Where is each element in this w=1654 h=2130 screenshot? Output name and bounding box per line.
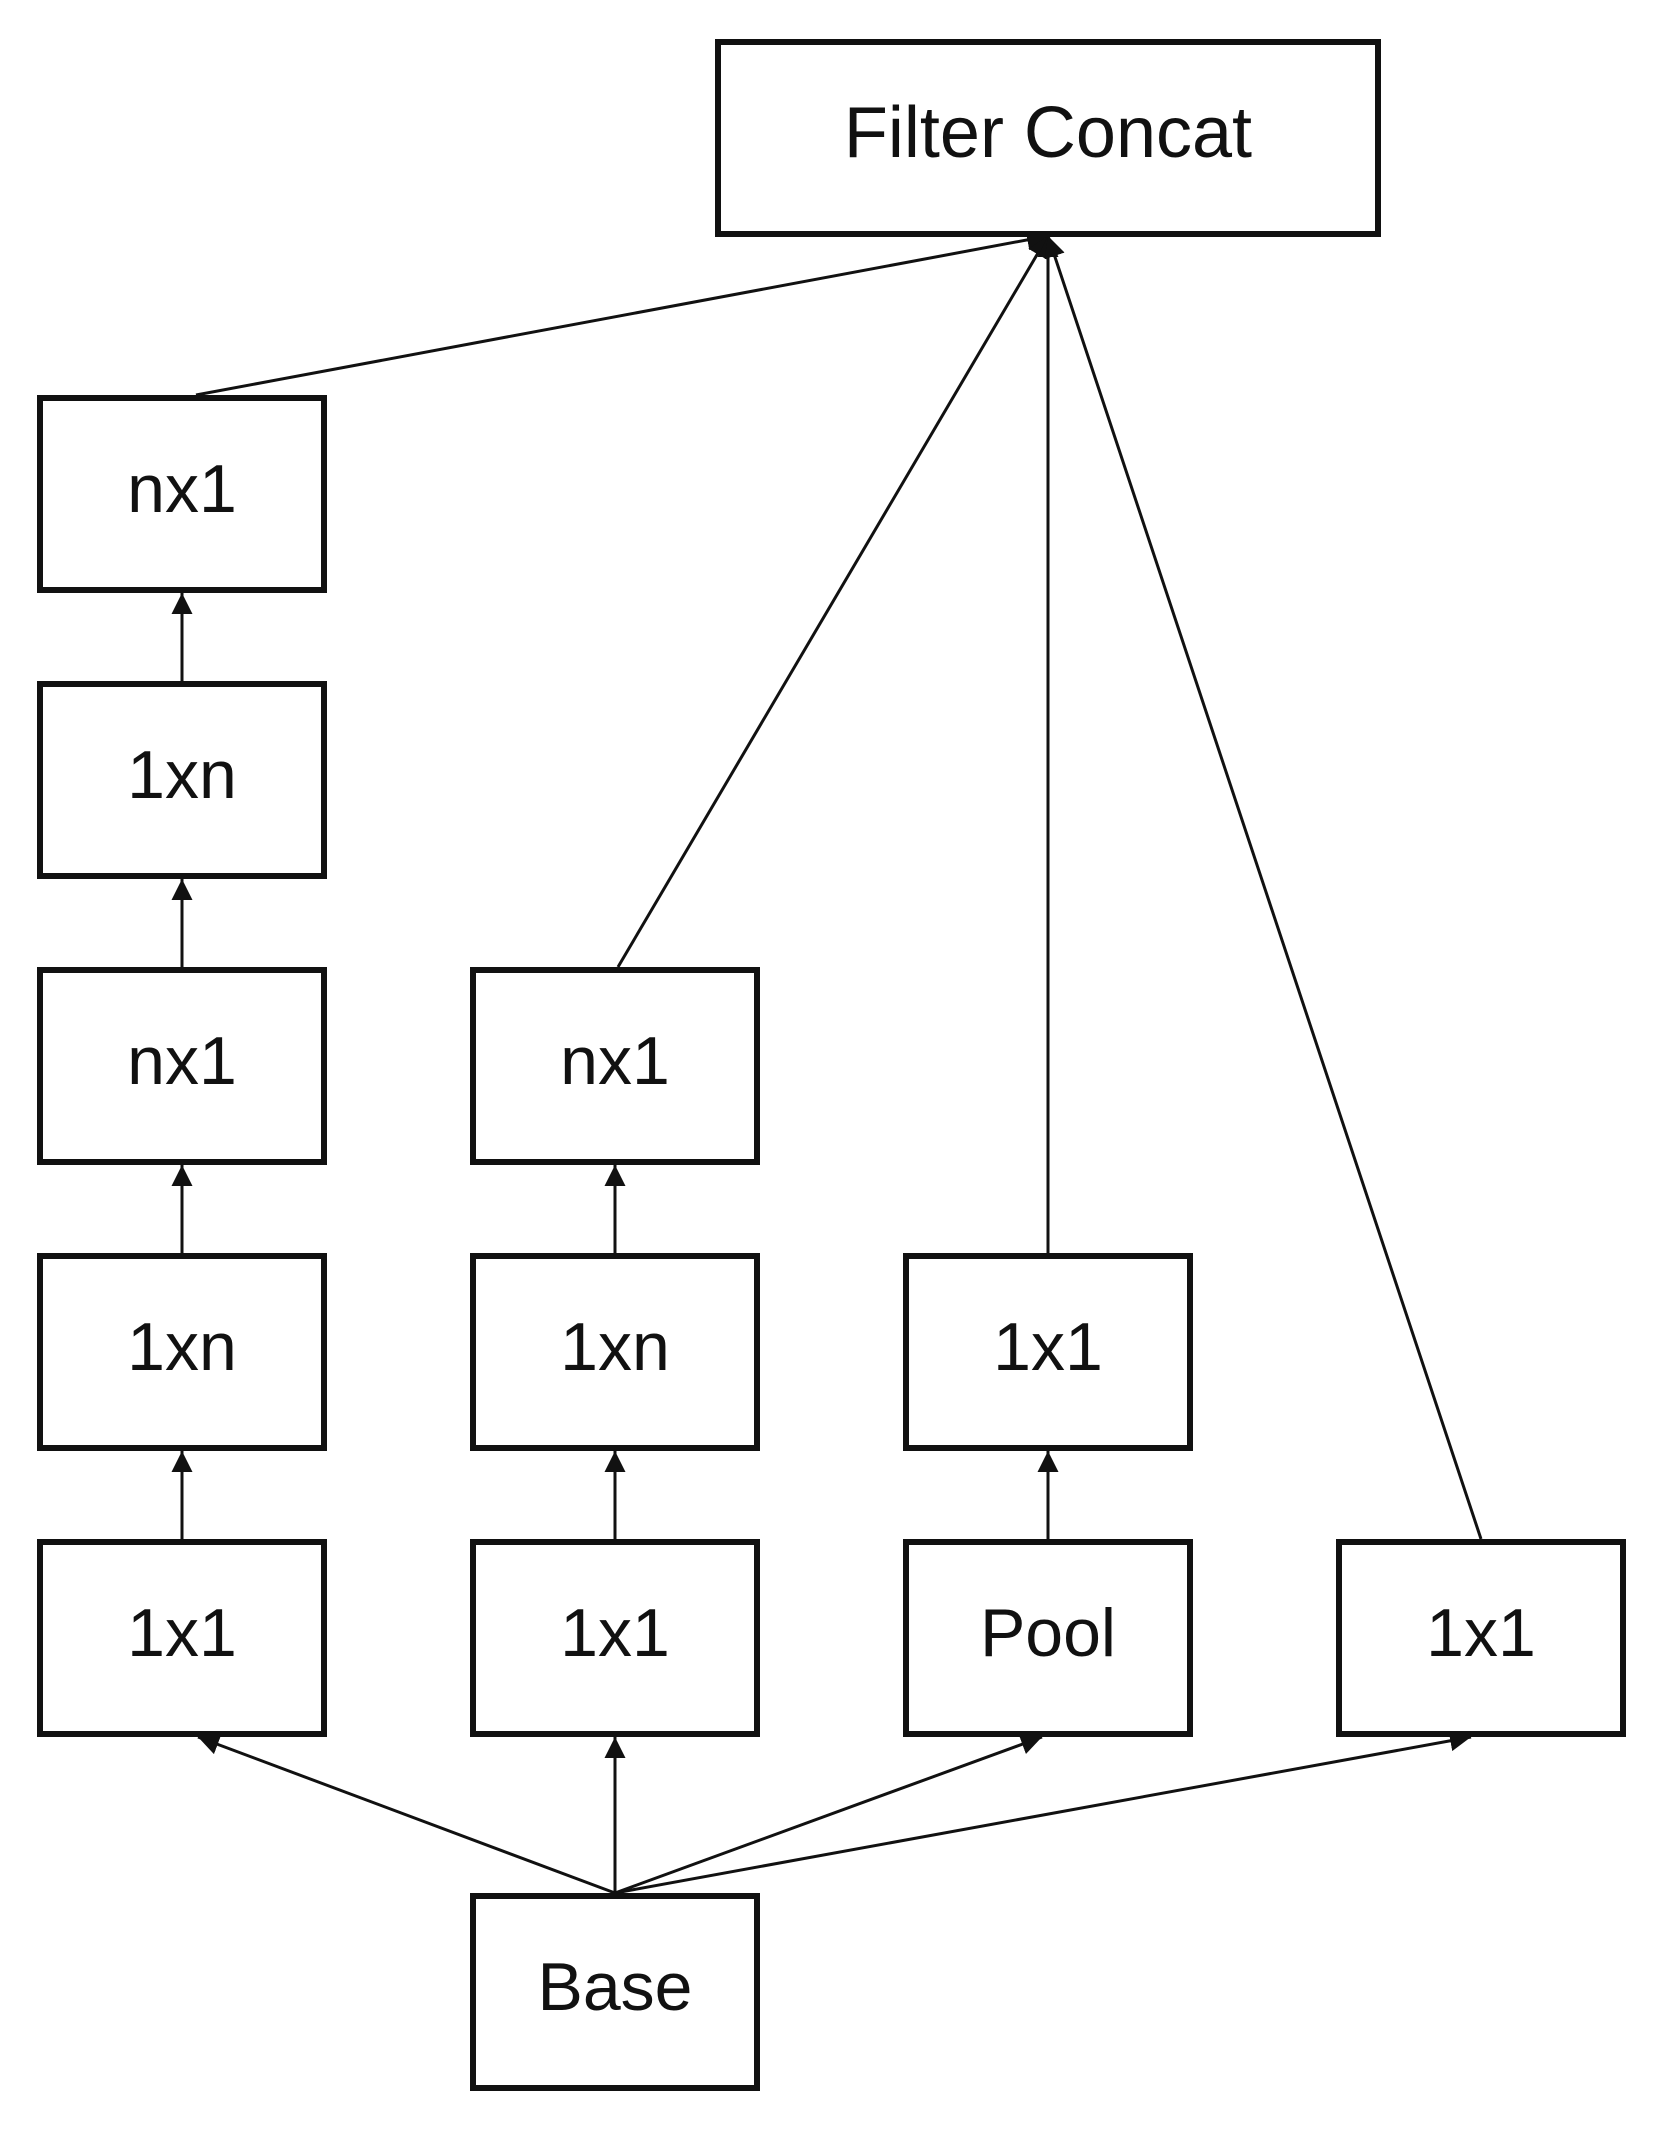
column-b-1xn-node: 1xn bbox=[470, 1253, 760, 1451]
edge-base-to-c2-pool bbox=[614, 1734, 1043, 1895]
column-c-pool-node: Pool bbox=[903, 1539, 1193, 1737]
column-a-1xn-upper-node: 1xn bbox=[37, 681, 327, 879]
arrow-line bbox=[195, 229, 1049, 397]
edge-base-to-d1-1x1 bbox=[614, 1730, 1472, 1895]
edge-a1-nx1-top-to-filter-concat bbox=[195, 229, 1049, 397]
column-a-nx1-top-label: nx1 bbox=[127, 451, 237, 527]
arrow-line bbox=[614, 1730, 1472, 1895]
column-b-1x1-label: 1x1 bbox=[560, 1595, 670, 1671]
column-c-pool-label: Pool bbox=[980, 1595, 1116, 1671]
edge-base-to-a5-1x1 bbox=[197, 1734, 616, 1895]
arrow-line bbox=[614, 1734, 1043, 1895]
column-a-nx1-top-node: nx1 bbox=[37, 395, 327, 593]
column-a-1xn-lower-node: 1xn bbox=[37, 1253, 327, 1451]
column-a-1xn-upper-label: 1xn bbox=[127, 737, 237, 813]
column-c-1x1-label: 1x1 bbox=[993, 1309, 1103, 1385]
column-b-1xn-label: 1xn bbox=[560, 1309, 670, 1385]
column-b-nx1-node: nx1 bbox=[470, 967, 760, 1165]
edge-b1-nx1-to-filter-concat bbox=[616, 235, 1050, 968]
arrow-line bbox=[197, 1734, 616, 1895]
column-a-nx1-lower-label: nx1 bbox=[127, 1023, 237, 1099]
column-c-1x1-node: 1x1 bbox=[903, 1253, 1193, 1451]
column-a-nx1-lower-node: nx1 bbox=[37, 967, 327, 1165]
column-a-1xn-lower-label: 1xn bbox=[127, 1309, 237, 1385]
column-d-1x1-node: 1x1 bbox=[1336, 1539, 1626, 1737]
column-a-1x1-node: 1x1 bbox=[37, 1539, 327, 1737]
column-d-1x1-label: 1x1 bbox=[1426, 1595, 1536, 1671]
edge-d1-1x1-to-filter-concat bbox=[1044, 235, 1483, 1540]
filter-concat-node: Filter Concat bbox=[715, 39, 1381, 237]
arrow-line bbox=[616, 235, 1050, 968]
base-label: Base bbox=[538, 1949, 693, 2025]
edges bbox=[171, 229, 1483, 1895]
filter-concat-label: Filter Concat bbox=[844, 93, 1252, 173]
base-node: Base bbox=[470, 1893, 760, 2091]
arrow-line bbox=[1044, 235, 1483, 1540]
column-b-nx1-label: nx1 bbox=[560, 1023, 670, 1099]
column-b-1x1-node: 1x1 bbox=[470, 1539, 760, 1737]
column-a-1x1-label: 1x1 bbox=[127, 1595, 237, 1671]
